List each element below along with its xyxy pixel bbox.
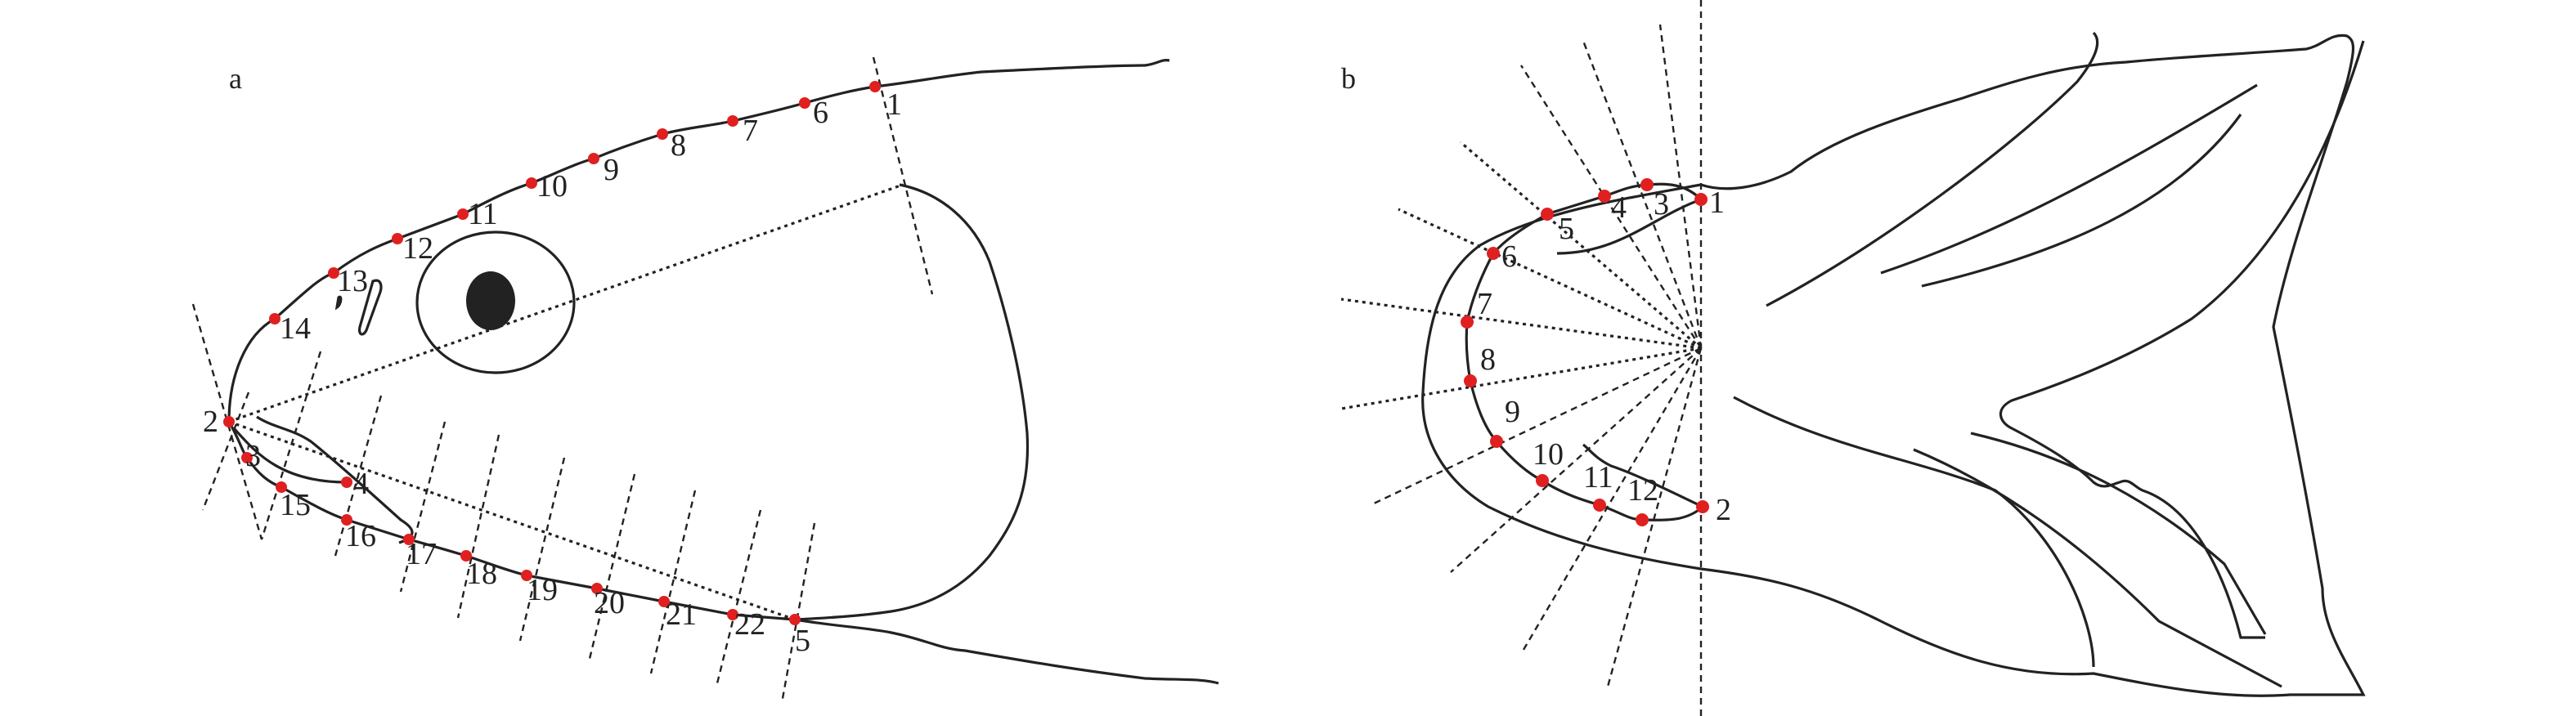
landmark-point-2 (223, 416, 235, 427)
operculum-contour (794, 183, 1030, 621)
panel-a-landmarks (223, 81, 881, 625)
point-label: 22 (734, 607, 765, 642)
point-label: 5 (795, 624, 810, 658)
fin-ray (1766, 31, 2099, 307)
landmark-point-9 (1490, 435, 1503, 448)
fin-ray (1733, 396, 2095, 668)
landmark-point-8 (1464, 374, 1477, 387)
point-label: 11 (1583, 460, 1613, 494)
fin-ray (1970, 432, 2267, 635)
panel-a: a (191, 56, 1219, 704)
landmark-point-11 (1593, 499, 1606, 512)
panel-b-label: b (1341, 62, 1356, 95)
point-label: 12 (402, 231, 433, 266)
point-label: 14 (280, 311, 311, 346)
landmark-point-10 (1536, 474, 1549, 487)
landmark-point-3 (1640, 178, 1654, 191)
point-label: 2 (203, 405, 218, 439)
landmark-point-13 (328, 267, 339, 279)
ventral-contour (227, 421, 1219, 685)
nostril (358, 279, 383, 336)
point-label: 6 (813, 96, 828, 130)
landmark-point-7 (727, 115, 738, 127)
landmark-point-16 (341, 514, 352, 526)
landmark-point-2 (1696, 500, 1709, 513)
panel-a-point-labels: 1 6 7 8 9 10 11 12 13 14 2 3 4 15 16 17 … (203, 87, 902, 658)
landmark-point-15 (276, 481, 287, 493)
landmark-point-8 (657, 128, 668, 140)
point-label: 10 (536, 169, 568, 204)
panel-a-dashed-lines (191, 56, 934, 704)
landmark-point-10 (526, 177, 537, 189)
point-label: 9 (604, 153, 619, 187)
dorsal-contour (227, 59, 1170, 423)
landmark-point-3 (241, 452, 253, 463)
landmark-point-12 (1636, 513, 1649, 526)
point-label: 8 (1480, 342, 1496, 377)
point-label: 4 (353, 467, 369, 501)
point-label: 15 (280, 488, 311, 522)
mouth-inner-upper (1556, 198, 1702, 255)
point-label: 20 (594, 586, 625, 620)
landmark-point-7 (1461, 315, 1474, 329)
landmark-point-4 (1598, 190, 1611, 203)
point-label: 1 (886, 87, 902, 122)
point-label: 7 (1477, 287, 1492, 321)
point-label: 17 (406, 537, 437, 571)
landmark-point-4 (341, 477, 352, 488)
panel-b-point-labels: 1 3 4 5 6 7 8 9 10 11 12 2 (1477, 186, 1731, 527)
snout-to-jaw-dotted-line (228, 420, 796, 621)
snout-to-head-dotted-line (228, 183, 904, 423)
landmark-point-1 (869, 81, 881, 92)
point-label: 13 (337, 264, 368, 298)
point-label: 5 (1559, 212, 1574, 246)
point-label: 21 (666, 597, 697, 632)
fish-body-outline (1421, 34, 2366, 697)
eye-outline (415, 230, 576, 374)
landmark-point-22 (727, 609, 738, 620)
landmark-point-1 (1694, 193, 1708, 206)
landmark-point-18 (460, 550, 472, 562)
point-label: 10 (1533, 437, 1564, 472)
landmark-point-9 (588, 153, 599, 164)
panel-b: b (1340, 0, 2366, 716)
fin-ray (1913, 448, 2282, 688)
landmark-point-21 (658, 596, 670, 607)
landmark-point-6 (799, 97, 810, 109)
point-label: 4 (1611, 190, 1627, 225)
point-label: 11 (468, 197, 498, 231)
point-label: 7 (743, 114, 758, 148)
point-label: 6 (1501, 239, 1517, 274)
fin-ray (1921, 114, 2242, 288)
landmark-point-12 (392, 233, 403, 244)
panel-b-landmarks (1461, 178, 1709, 526)
panel-b-radial-lines (1340, 24, 1703, 687)
landmark-point-5 (789, 614, 801, 625)
point-label: 19 (527, 573, 558, 607)
landmark-point-14 (269, 313, 280, 324)
tail-fork-notch (1999, 40, 2365, 639)
landmark-point-19 (521, 570, 532, 581)
point-label: 16 (345, 519, 376, 553)
landmark-point-20 (591, 583, 603, 594)
landmark-point-17 (403, 534, 415, 545)
point-label: 9 (1505, 395, 1520, 429)
inner-lip-contour (232, 427, 348, 484)
panel-a-label: a (229, 62, 242, 95)
point-label: 2 (1716, 493, 1731, 527)
fin-ray (1880, 83, 2258, 275)
landmark-point-11 (457, 208, 469, 220)
point-label: 18 (466, 557, 497, 591)
landmark-point-6 (1487, 247, 1500, 260)
landmark-point-5 (1541, 208, 1554, 221)
lip-contour (256, 415, 414, 544)
point-label: 3 (245, 439, 261, 473)
point-label: 1 (1709, 186, 1725, 220)
nostril-small (334, 295, 343, 311)
point-label: 8 (671, 128, 686, 163)
mouth-inner-lower (1582, 443, 1703, 508)
point-label: 3 (1654, 187, 1669, 222)
point-label: 12 (1627, 473, 1658, 508)
pupil (466, 271, 515, 330)
